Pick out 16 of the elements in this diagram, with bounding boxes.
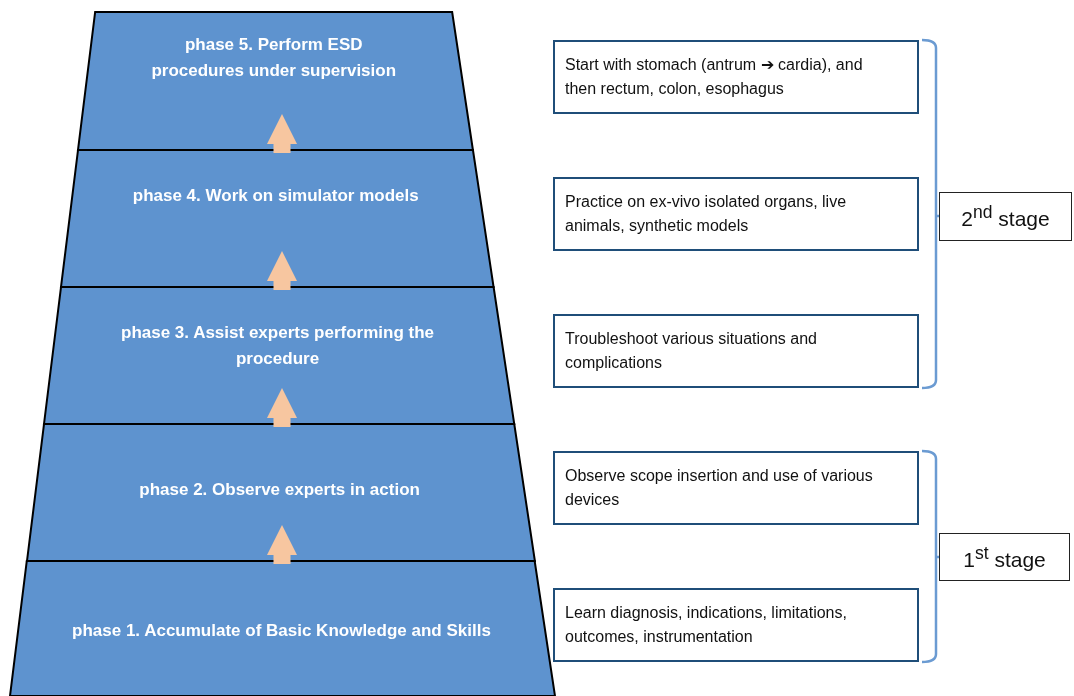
description-box: Troubleshoot various situations and complications — [553, 314, 919, 388]
arrow — [267, 251, 297, 290]
arrow — [267, 388, 297, 427]
stage-label-box: 2$^{nd}$ stage — [939, 192, 1072, 241]
phase-label: phase 3. Assist experts performing the procedure — [120, 322, 436, 370]
phase-label: phase 4. Work on simulator models — [131, 185, 420, 207]
description-box: Observe scope insertion and use of various devices — [553, 451, 919, 525]
description-box: Learn diagnosis, indications, limitations, outcomes, instrumentation — [553, 588, 919, 662]
description-box: Practice on ex-vivo isolated organs, live animals, synthetic models — [553, 177, 919, 251]
phase-label: phase 5. Perform ESD procedures under supervision — [150, 34, 398, 82]
arrow — [267, 114, 297, 153]
phase-label: phase 2. Observe experts in action — [138, 479, 421, 501]
stage-label-box: 1$^{st}$ stage — [939, 533, 1070, 581]
description-box: Start with stomach (antrum ➔ cardia), and then rectum, colon, esophagus — [553, 40, 919, 114]
arrow — [267, 525, 297, 564]
phase-label: phase 1. Accumulate of Basic Knowledge and Skills — [71, 620, 492, 642]
